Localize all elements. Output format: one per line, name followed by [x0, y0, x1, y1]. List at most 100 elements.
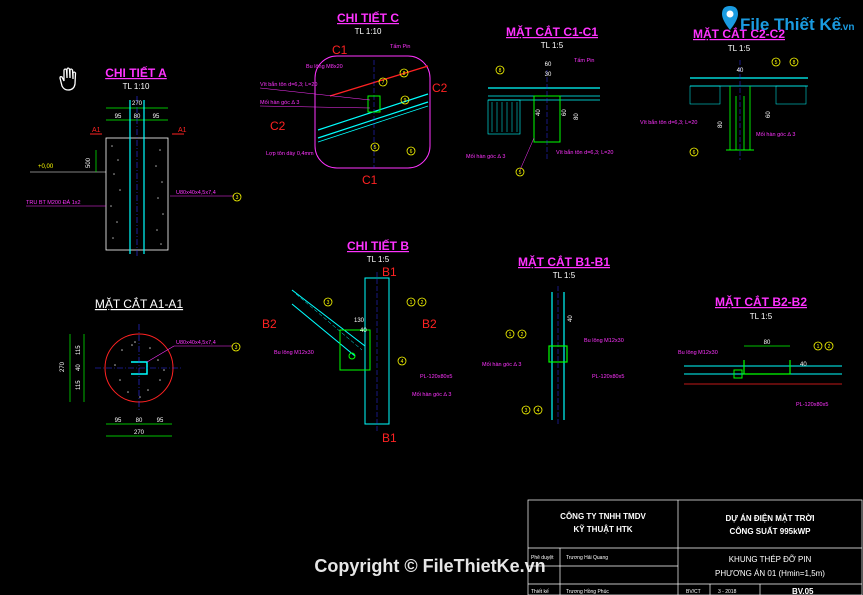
detail-a-mark-left: A1	[92, 127, 101, 134]
detail-c-label-bolt: Bu lông M8x20	[306, 64, 343, 70]
detail-b-label-plate: PL-120x80x5	[420, 374, 452, 380]
section-a1-callout: 3	[235, 345, 238, 351]
copyright-text: Copyright © FileThietKe.vn	[314, 556, 545, 576]
detail-b: CHI TIẾT B TL 1:5 B1 B1 B2 B2 130 40 Bu …	[262, 238, 452, 445]
detail-c-callout-4: 6	[410, 149, 413, 155]
section-c1-title: MẶT CẮT C1-C1	[506, 24, 598, 39]
section-a1-dim-r3: 115	[76, 380, 82, 390]
section-a1-dim-left: 270	[60, 361, 66, 372]
section-c2: MẶT CẮT C2-C2 TL 1:5 40 60 80 Vít bắn tô…	[640, 26, 808, 160]
drawing-title: KHUNG THÉP ĐỠ PIN	[729, 555, 812, 564]
detail-b-label-weld: Mối hàn góc ∆ 3	[412, 392, 451, 398]
designer-role: Thiết kế	[531, 589, 549, 595]
detail-b-mark-bottom: B1	[382, 431, 397, 445]
detail-c-mark-4: C2	[270, 119, 286, 133]
detail-b-callout-3: 3	[327, 300, 330, 306]
company-line-2: KỸ THUẬT HTK	[573, 525, 632, 534]
section-b2-callout-2: 2	[828, 344, 831, 350]
section-b1-label-plate: PL-120x80x5	[592, 374, 624, 380]
company-line-1: CÔNG TY TNHH TMDV	[560, 512, 646, 521]
section-b2-scale: TL 1:5	[750, 312, 773, 321]
logo-domain: .vn	[840, 22, 854, 33]
designer-name: Trương Hồng Phúc	[566, 589, 609, 595]
detail-b-mark-left: B2	[262, 317, 277, 331]
section-a1-dim-r2: 40	[76, 364, 82, 371]
detail-b-callout-1: 1	[410, 300, 413, 306]
scale-code: BV/CT	[686, 589, 701, 595]
section-b2-title: MẶT CẮT B2-B2	[715, 294, 807, 309]
detail-a-dim-side: 500	[86, 157, 92, 168]
section-c2-label-screw: Vít bắn tôn d=6,3; L=20	[640, 119, 698, 126]
project-line-1: DỰ ÁN ĐIỆN MẶT TRỜI	[725, 514, 814, 523]
section-c2-dim-2: 60	[766, 111, 772, 118]
detail-b-callout-4: 4	[401, 359, 404, 365]
detail-b-dim-1: 130	[354, 318, 365, 324]
detail-a-angle-label: U80x40x4,5x7,4	[176, 190, 216, 196]
detail-a-dim-2: 80	[134, 114, 141, 120]
detail-a-mark-right: A1	[178, 127, 187, 134]
project-line-2: CÔNG SUẤT 995kWP	[730, 526, 812, 536]
detail-a-level: +0,00	[38, 164, 54, 170]
section-b1: MẶT CẮT B1-B1 TL 1:5 40 Bu lông M12x30 M…	[482, 254, 624, 426]
section-b2-dim-2: 40	[800, 362, 807, 368]
section-b1-callout-3: 3	[525, 408, 528, 414]
detail-a-dim-1: 95	[115, 114, 122, 120]
section-a1-dim-r1: 115	[76, 345, 82, 355]
detail-c-callout-5: 7	[382, 80, 385, 86]
section-b2-callout-1: 1	[817, 344, 820, 350]
detail-c-label-roof: Lợp tôn dày 0,4mm	[266, 151, 314, 157]
detail-b-title: CHI TIẾT B	[347, 238, 409, 253]
detail-b-label-bolt: Bu lông M12x30	[274, 350, 314, 356]
detail-c-title: CHI TIẾT C	[337, 10, 399, 25]
detail-b-mark-right: B2	[422, 317, 437, 331]
detail-a: CHI TIẾT A TL 1:10 270 95 80 95 A1 A1 +0…	[26, 65, 242, 256]
drawing-subtitle: PHƯƠNG ÁN 01 (Hmin=1,5m)	[715, 569, 825, 578]
watermark-logo: File Thiết Kế .vn	[722, 6, 854, 34]
section-b2-dim-1: 80	[764, 340, 771, 346]
detail-b-callout-2: 2	[421, 300, 424, 306]
detail-c: CHI TIẾT C TL 1:10 C1 C1 C2 C2 Tấm Pin B…	[259, 10, 448, 187]
detail-c-mark-1: C1	[332, 43, 348, 57]
section-a1-dim-3: 95	[157, 418, 164, 424]
detail-a-post-label: TRU BT M200 ĐÁ 1x2	[26, 199, 81, 206]
detail-c-mark-3: C2	[432, 81, 448, 95]
detail-a-dim-3: 95	[153, 114, 160, 120]
section-c1-label-panel: Tấm Pin	[574, 58, 594, 64]
section-c1-dim-4: 60	[562, 109, 568, 116]
section-c2-title: MẶT CẮT C2-C2	[693, 26, 785, 41]
section-c1-scale: TL 1:5	[541, 41, 564, 50]
section-c1-callout-1: 8	[499, 68, 502, 74]
detail-c-label-weld: Mối hàn góc ∆ 3	[260, 100, 299, 106]
section-b1-title: MẶT CẮT B1-B1	[518, 254, 610, 269]
detail-a-title: CHI TIẾT A	[105, 65, 167, 80]
section-a1: MẶT CẮT A1-A1 270 115 40 115 95 80 95 27…	[60, 296, 241, 437]
section-c2-callout-2: 5	[775, 60, 778, 66]
section-c1-label-weld: Mối hàn góc ∆ 3	[466, 154, 505, 160]
section-c2-dim-3: 80	[718, 121, 724, 128]
detail-b-scale: TL 1:5	[367, 255, 390, 264]
section-b1-scale: TL 1:5	[553, 271, 576, 280]
detail-a-scale: TL 1:10	[123, 82, 150, 91]
section-c2-dim-1: 40	[737, 68, 744, 74]
section-b1-callout-4: 4	[537, 408, 540, 414]
section-a1-dim-2: 80	[136, 418, 143, 424]
approver-role: Phê duyệt	[531, 555, 554, 561]
detail-c-callout-3: 5	[374, 145, 377, 151]
section-b1-callout-1: 1	[509, 332, 512, 338]
detail-c-callout-2: 9	[404, 98, 407, 104]
section-a1-dim-width: 270	[134, 430, 145, 436]
title-block	[527, 499, 863, 595]
logo-pin-icon	[722, 6, 738, 30]
section-b1-callout-2: 2	[521, 332, 524, 338]
sheet-number: BV.05	[792, 587, 814, 595]
detail-c-callout-1: 8	[403, 71, 406, 77]
section-c1: MẶT CẮT C1-C1 TL 1:5 60 30 40 60 80 Tấm …	[466, 24, 614, 177]
section-c2-scale: TL 1:5	[728, 44, 751, 53]
section-b1-dim-1: 40	[568, 315, 574, 322]
section-b2: MẶT CẮT B2-B2 TL 1:5 80 40 Bu lông M12x3…	[678, 294, 842, 408]
section-b2-label-bolt: Bu lông M12x30	[678, 350, 718, 356]
section-c2-callout-1: 8	[793, 60, 796, 66]
detail-b-dim-2: 40	[360, 328, 367, 334]
section-c1-dim-1: 60	[545, 62, 552, 68]
section-c2-label-weld: Mối hàn góc ∆ 3	[756, 132, 795, 138]
